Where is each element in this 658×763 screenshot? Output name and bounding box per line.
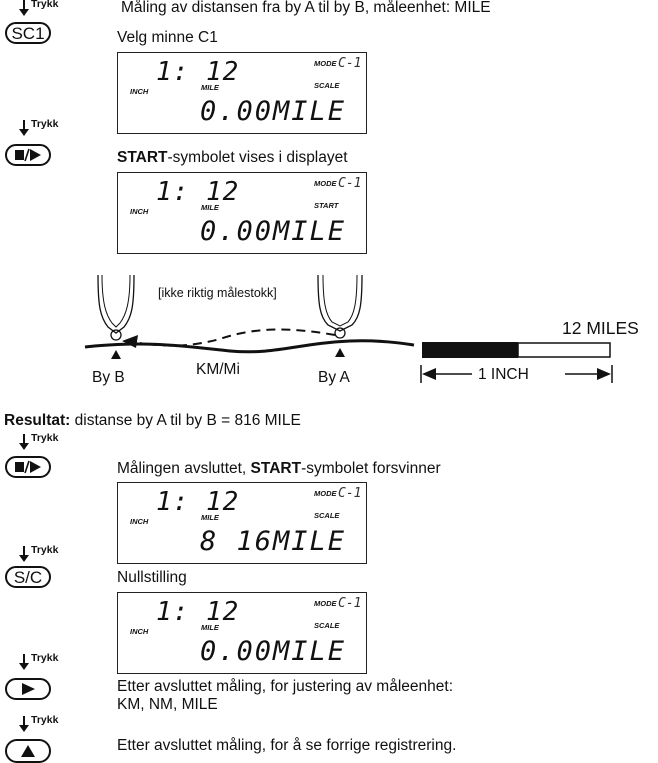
step-text: KM, NM, MILE (117, 696, 218, 713)
up-arrow-icon (21, 745, 35, 757)
lcd-display: 1: 12 MODE C-1 START INCH MILE 0.00MILE (117, 172, 367, 254)
route-label: KM/Mi (196, 361, 240, 378)
step-text: Velg minne C1 (117, 29, 218, 46)
scale-note: [ikke riktig målestokk] (158, 286, 277, 300)
press-marker: Trykk (18, 544, 58, 567)
map-illustration (84, 274, 613, 383)
step-text: Etter avsluttet måling, for å se forrige… (117, 737, 457, 754)
stop-play-button[interactable] (5, 456, 51, 478)
down-arrow-icon (19, 434, 29, 450)
play-icon (22, 683, 35, 695)
step-text: START-symbolet vises i displayet (117, 149, 348, 166)
press-marker: Trykk (18, 0, 58, 21)
down-arrow-icon (19, 654, 29, 670)
down-arrow-icon (19, 120, 29, 136)
stop-play-button[interactable] (5, 144, 51, 166)
press-marker: Trykk (18, 714, 58, 737)
step-text: Målingen avsluttet, START-symbolet forsv… (117, 460, 441, 477)
step-text: Nullstilling (117, 569, 187, 586)
press-marker: Trykk (18, 652, 58, 675)
down-arrow-icon (19, 0, 29, 16)
sc1-button[interactable]: SC1 (5, 22, 51, 44)
press-marker: Trykk (18, 118, 58, 141)
city-a-label: By A (318, 369, 350, 386)
result-text: Resultat: distanse by A til by B = 816 M… (4, 412, 301, 429)
sc-button[interactable]: S/C (5, 566, 51, 588)
lcd-display: 1: 12 MODE C-1 SCALE INCH MILE 0.00MILE (117, 52, 367, 134)
step-text: Etter avsluttet måling, for justering av… (117, 678, 453, 695)
stop-play-icon (15, 460, 41, 474)
down-arrow-icon (19, 546, 29, 562)
press-marker: Trykk (18, 432, 58, 455)
down-arrow-icon (19, 716, 29, 732)
city-b-label: By B (92, 369, 125, 386)
header-text: Måling av distansen fra by A til by B, m… (121, 0, 491, 16)
stop-play-icon (15, 148, 41, 162)
lcd-display: 1: 12 MODE C-1 SCALE INCH MILE 0.00MILE (117, 592, 367, 674)
scale-inch-label: 1 INCH (478, 366, 529, 383)
play-button[interactable] (5, 678, 51, 700)
up-button[interactable] (5, 739, 51, 763)
lcd-display: 1: 12 MODE C-1 SCALE INCH MILE 8 16MILE (117, 482, 367, 564)
scale-miles-label: 12 MILES (562, 318, 639, 338)
